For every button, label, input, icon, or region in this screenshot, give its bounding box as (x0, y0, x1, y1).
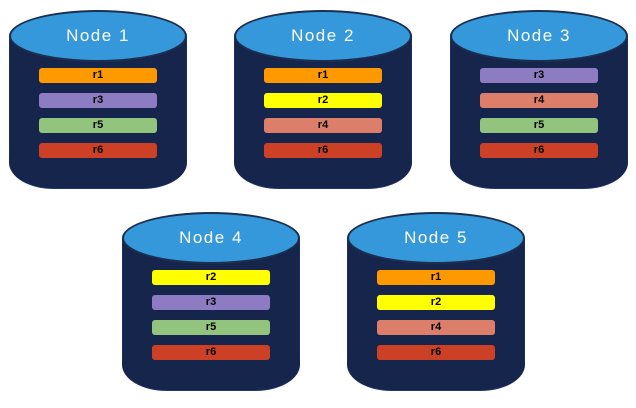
replica-bar-r6[interactable]: r6 (264, 143, 382, 158)
replica-bar-r6[interactable]: r6 (39, 143, 157, 158)
replica-bar-r2[interactable]: r2 (264, 93, 382, 108)
cylinder-top-ellipse (9, 10, 187, 62)
replica-bar-r5[interactable]: r5 (152, 320, 270, 335)
replica-bar-r2[interactable]: r2 (377, 295, 495, 310)
replica-bar-r5[interactable]: r5 (39, 118, 157, 133)
replica-bar-r4[interactable]: r4 (264, 118, 382, 133)
replica-bar-r6[interactable]: r6 (377, 345, 495, 360)
replica-bar-r2[interactable]: r2 (152, 270, 270, 285)
replica-list: r3 r4 r5 r6 (480, 68, 598, 158)
replica-list: r1 r2 r4 r6 (377, 270, 495, 360)
node-cylinder-4[interactable]: Node 4 r2 r3 r5 r6 (122, 212, 300, 391)
node-cylinder-2[interactable]: Node 2 r1 r2 r4 r6 (234, 10, 412, 189)
cylinder-top-ellipse (234, 10, 412, 62)
replica-bar-r3[interactable]: r3 (480, 68, 598, 83)
cylinder-top-ellipse (122, 212, 300, 264)
node-label: Node 1 (66, 26, 130, 45)
node-cylinder-1[interactable]: Node 1 r1 r3 r5 r6 (9, 10, 187, 189)
replica-bar-r6[interactable]: r6 (152, 345, 270, 360)
replica-list: r1 r2 r4 r6 (264, 68, 382, 158)
node-cylinder-5[interactable]: Node 5 r1 r2 r4 r6 (347, 212, 525, 391)
node-label: Node 2 (291, 26, 355, 45)
replica-bar-r1[interactable]: r1 (39, 68, 157, 83)
replica-bar-r4[interactable]: r4 (480, 93, 598, 108)
node-label: Node 3 (507, 26, 571, 45)
node-label: Node 4 (179, 228, 243, 247)
replica-bar-r4[interactable]: r4 (377, 320, 495, 335)
node-label: Node 5 (404, 228, 468, 247)
cylinder-top-ellipse (450, 10, 628, 62)
replica-bar-r6[interactable]: r6 (480, 143, 598, 158)
replica-list: r2 r3 r5 r6 (152, 270, 270, 360)
replica-bar-r3[interactable]: r3 (152, 295, 270, 310)
replica-list: r1 r3 r5 r6 (39, 68, 157, 158)
replica-bar-r3[interactable]: r3 (39, 93, 157, 108)
node-cylinder-3[interactable]: Node 3 r3 r4 r5 r6 (450, 10, 628, 189)
cylinder-bottom-ellipse (347, 338, 525, 391)
cylinder-top-ellipse (347, 212, 525, 264)
replica-bar-r5[interactable]: r5 (480, 118, 598, 133)
replica-bar-r1[interactable]: r1 (377, 270, 495, 285)
replica-bar-r1[interactable]: r1 (264, 68, 382, 83)
